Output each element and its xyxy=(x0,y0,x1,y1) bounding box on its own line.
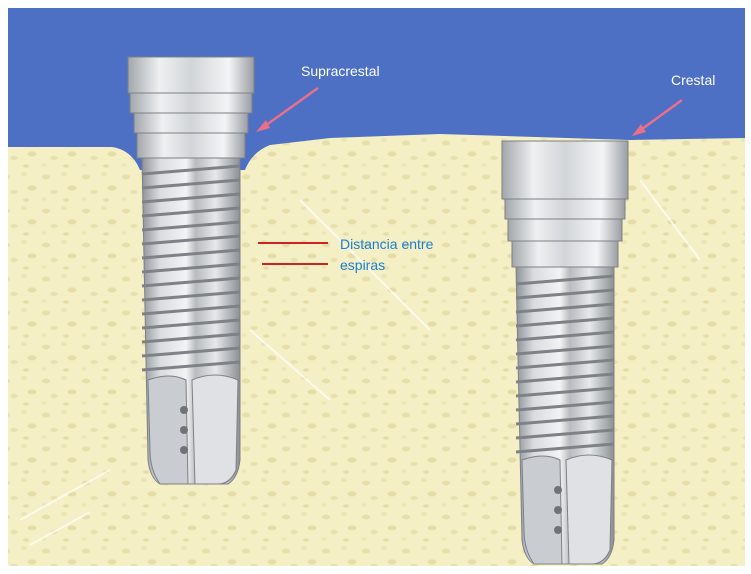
thread-distance-label-line2: espiras xyxy=(340,257,385,273)
bone-region xyxy=(8,120,745,566)
thread-distance-label-line1: Distancia entre xyxy=(340,236,434,252)
crestal-label: Crestal xyxy=(671,72,715,88)
crestal-implant xyxy=(502,141,628,564)
supracrestal-label: Supracrestal xyxy=(301,63,380,79)
supracrestal-implant xyxy=(128,57,254,484)
